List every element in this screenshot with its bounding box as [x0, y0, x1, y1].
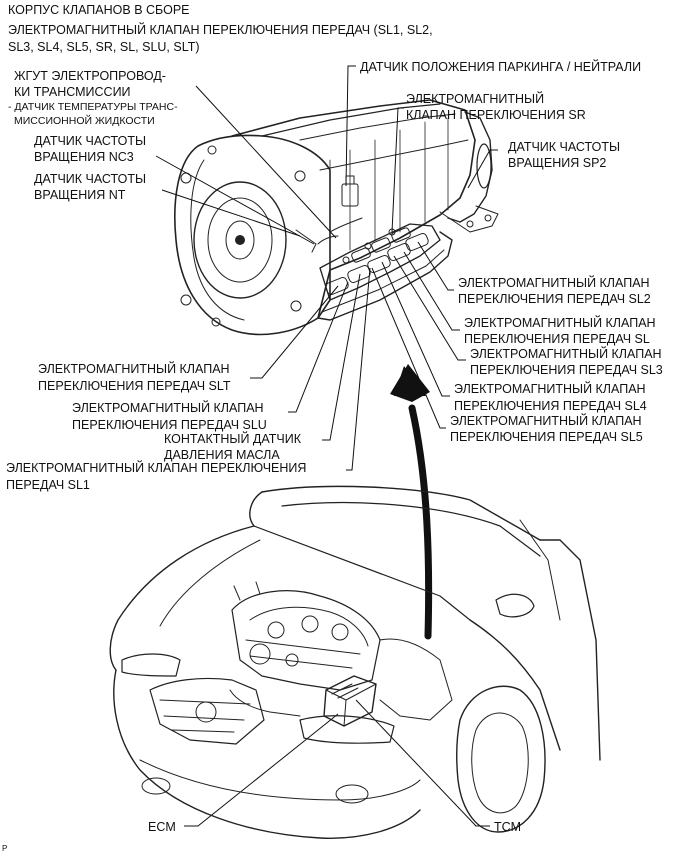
leader-tcm	[355, 699, 490, 827]
label-nt-line1: ДАТЧИК ЧАСТОТЫ	[34, 172, 146, 186]
leader-ecm	[184, 713, 339, 827]
label-slt-line1: ЭЛЕКТРОМАГНИТНЫЙ КЛАПАН	[38, 361, 230, 376]
label-corner-p: P	[2, 844, 7, 853]
label-harness-line4: МИССИОННОЙ ЖИДКОСТИ	[14, 114, 155, 127]
label-sl3-line2: ПЕРЕКЛЮЧЕНИЯ ПЕРЕДАЧ SL3	[470, 363, 663, 377]
leader-sl1	[346, 267, 371, 471]
leader-slt	[250, 285, 339, 379]
curved-arrow	[390, 364, 433, 640]
car-front-drawing	[109, 485, 601, 839]
label-valve-body: КОРПУС КЛАПАНОВ В СБОРЕ	[8, 3, 190, 17]
label-oil-line1: КОНТАКТНЫЙ ДАТЧИК	[164, 431, 302, 446]
label-harness-line3: - ДАТЧИК ТЕМПЕРАТУРЫ ТРАНС-	[8, 101, 178, 113]
label-sl1-line2: ПЕРЕДАЧ SL1	[6, 478, 90, 492]
label-sl5-line1: ЭЛЕКТРОМАГНИТНЫЙ КЛАПАН	[450, 413, 642, 428]
label-nc3-line1: ДАТЧИК ЧАСТОТЫ	[34, 134, 146, 148]
label-nt-line2: ВРАЩЕНИЯ NT	[34, 188, 126, 202]
label-sl5-line2: ПЕРЕКЛЮЧЕНИЯ ПЕРЕДАЧ SL5	[450, 430, 643, 444]
label-slu-line1: ЭЛЕКТРОМАГНИТНЫЙ КЛАПАН	[72, 400, 264, 415]
leader-nt	[161, 189, 301, 237]
leader-sl4	[381, 261, 450, 397]
leader-park-neutral	[345, 65, 356, 187]
leader-nc3	[155, 155, 315, 245]
leader-oil	[322, 273, 361, 441]
label-solenoid-all-line1: ЭЛЕКТРОМАГНИТНЫЙ КЛАПАН ПЕРЕКЛЮЧЕНИЯ ПЕР…	[8, 22, 433, 37]
leader-sl3	[393, 255, 466, 361]
label-ecm: ECM	[148, 820, 176, 834]
label-sl2-line1: ЭЛЕКТРОМАГНИТНЫЙ КЛАПАН	[458, 275, 650, 290]
label-sl1-line1: ЭЛЕКТРОМАГНИТНЫЙ КЛАПАН ПЕРЕКЛЮЧЕНИЯ	[6, 460, 306, 475]
leader-sl	[403, 251, 460, 331]
leader-harness	[195, 85, 337, 239]
label-sp2-line2: ВРАЩЕНИЯ SP2	[508, 156, 606, 170]
label-harness-line2: КИ ТРАНСМИССИИ	[14, 85, 131, 99]
leader-sl5	[371, 267, 446, 429]
label-sl4-line1: ЭЛЕКТРОМАГНИТНЫЙ КЛАПАН	[454, 381, 646, 396]
label-oil-line2: ДАВЛЕНИЯ МАСЛА	[164, 448, 280, 462]
label-solenoid-all-line2: SL3, SL4, SL5, SR, SL, SLU, SLT)	[8, 40, 200, 54]
label-park-neutral: ДАТЧИК ПОЛОЖЕНИЯ ПАРКИНГА / НЕЙТРАЛИ	[360, 59, 641, 74]
engine-bay	[229, 581, 453, 721]
label-tcm: TCM	[494, 820, 521, 834]
label-slt-line2: ПЕРЕКЛЮЧЕНИЯ ПЕРЕДАЧ SLT	[38, 379, 231, 393]
leader-slu	[288, 281, 349, 413]
label-nc3-line2: ВРАЩЕНИЯ NC3	[34, 150, 134, 164]
label-sl4-line2: ПЕРЕКЛЮЧЕНИЯ ПЕРЕДАЧ SL4	[454, 399, 647, 413]
label-sl2-line2: ПЕРЕКЛЮЧЕНИЯ ПЕРЕДАЧ SL2	[458, 292, 651, 306]
label-sr-line1: ЭЛЕКТРОМАГНИТНЫЙ	[406, 91, 544, 106]
leader-sl2	[417, 241, 454, 291]
label-sl3-line1: ЭЛЕКТРОМАГНИТНЫЙ КЛАПАН	[470, 346, 662, 361]
solenoid-cluster	[319, 223, 441, 301]
label-sp2-line1: ДАТЧИК ЧАСТОТЫ	[508, 140, 620, 154]
label-harness-line1: ЖГУТ ЭЛЕКТРОПРОВОД-	[14, 69, 166, 83]
transmission-drawing	[174, 99, 499, 336]
leader-sp2	[467, 149, 498, 189]
label-sr-line2: КЛАПАН ПЕРЕКЛЮЧЕНИЯ SR	[406, 108, 586, 122]
label-slu-line2: ПЕРЕКЛЮЧЕНИЯ ПЕРЕДАЧ SLU	[72, 418, 267, 432]
label-group: КОРПУС КЛАПАНОВ В СБОРЕ ЭЛЕКТРОМАГНИТНЫЙ…	[2, 3, 663, 853]
ecm-tcm-module	[323, 675, 377, 727]
label-sl-line1: ЭЛЕКТРОМАГНИТНЫЙ КЛАПАН	[464, 315, 656, 330]
leader-sr	[391, 107, 404, 233]
label-sl-line2: ПЕРЕКЛЮЧЕНИЯ ПЕРЕДАЧ SL	[464, 332, 650, 346]
leader-lines	[155, 65, 498, 827]
